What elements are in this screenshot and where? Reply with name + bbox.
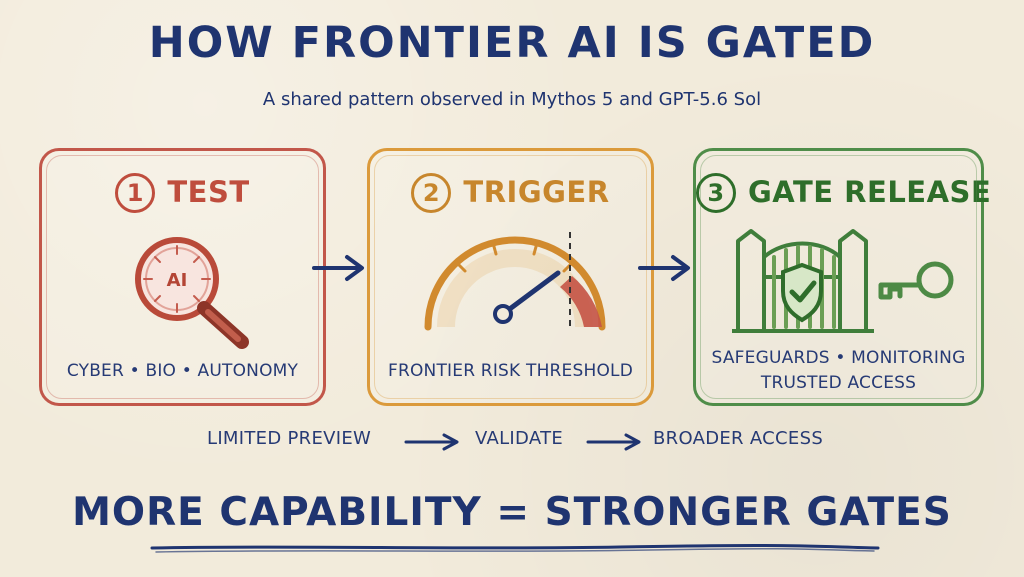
trigger-step-title: 2 TRIGGER <box>370 173 651 214</box>
gate-release-step-title: 3 GATE RELEASE <box>696 173 991 214</box>
right-arrow-icon <box>312 255 364 281</box>
trigger-step-caption: FRONTIER RISK THRESHOLD <box>387 361 634 381</box>
access-flow: LIMITED PREVIEW VALIDATE BROADER ACCESS <box>0 428 1024 458</box>
test-step-title: 1 TEST <box>42 173 323 214</box>
flow-step-validate: VALIDATE <box>475 428 564 449</box>
page-subtitle: A shared pattern observed in Mythos 5 an… <box>262 89 762 110</box>
step-number: 2 <box>411 173 452 213</box>
right-arrow-icon <box>586 433 641 451</box>
right-arrow-icon <box>638 255 690 281</box>
step-title-text: TRIGGER <box>463 175 610 209</box>
test-step-caption: CYBER • BIO • AUTONOMY <box>66 361 299 381</box>
hand-drawn-underline <box>150 543 880 553</box>
flow-step-broader-access: BROADER ACCESS <box>653 428 824 449</box>
secured-gate-and-key-icon <box>732 229 954 333</box>
test-step-card: 1 TEST AI CYBER • BIO • AUTONOMY <box>39 148 326 406</box>
footer-conclusion: MORE CAPABILITY = STRONGER GATES <box>72 490 952 535</box>
step-title-text: GATE RELEASE <box>748 175 992 209</box>
gate-release-caption-line-1: SAFEGUARDS • MONITORING <box>711 348 966 368</box>
magnifier-ai-text: AI <box>167 270 188 291</box>
risk-gauge-icon <box>424 232 606 331</box>
ai-magnifier-icon: AI <box>135 237 249 349</box>
page-title: HOW FRONTIER AI IS GATED <box>148 18 876 68</box>
step-number: 1 <box>115 173 156 213</box>
step-title-text: TEST <box>167 175 250 209</box>
flow-step-limited-preview: LIMITED PREVIEW <box>207 428 372 449</box>
step-number: 3 <box>696 173 736 213</box>
trigger-step-card: 2 TRIGGER FRONTIER RISK THRESHOLD <box>367 148 654 406</box>
right-arrow-icon <box>404 433 459 451</box>
gate-release-caption-line-2: TRUSTED ACCESS <box>760 373 917 393</box>
